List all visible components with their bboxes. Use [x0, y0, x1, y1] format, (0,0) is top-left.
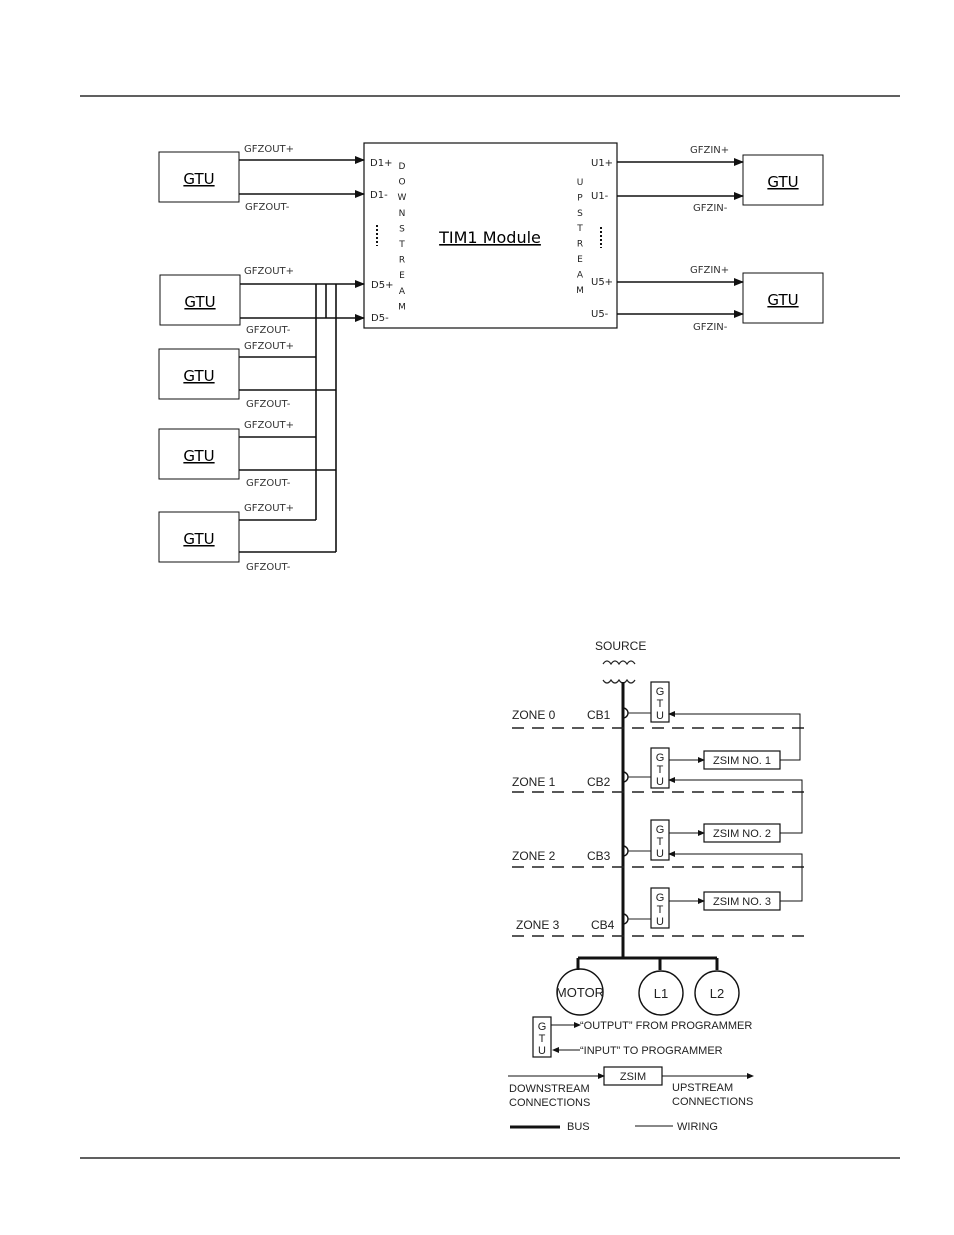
- transformer-icon: [602, 660, 636, 684]
- svg-text:GTU: GTU: [183, 447, 214, 465]
- legend-downstream-label-2: CONNECTIONS: [509, 1097, 590, 1109]
- svg-text:U: U: [656, 848, 664, 860]
- zone-1-label: ZONE 1: [512, 775, 556, 789]
- port-d1-minus: D1-: [370, 190, 388, 201]
- legend-bus-label: BUS: [567, 1121, 590, 1133]
- cb2-label: CB2: [587, 775, 611, 789]
- gtu-cb2: G T U: [650, 747, 670, 789]
- svg-text:U: U: [656, 776, 664, 788]
- zsim-3: ZSIM NO. 3: [703, 891, 781, 911]
- cb3-label: CB3: [587, 849, 611, 863]
- label-gfzout-plus-3: GFZOUT+: [244, 341, 294, 352]
- svg-text:GTU: GTU: [184, 293, 215, 311]
- svg-text:G: G: [656, 686, 665, 698]
- zsim1-to-gtu1: [668, 711, 801, 761]
- label-gfzout-minus-4: GFZOUT-: [246, 478, 291, 489]
- zone-selective-interlocking-diagram: SOURCE ZONE 0 ZONE 1 ZONE 2 ZONE 3 CB1 C…: [508, 639, 806, 1133]
- svg-text:L1: L1: [654, 986, 668, 1001]
- port-u1-minus: U1-: [591, 191, 609, 202]
- svg-text:GTU: GTU: [183, 170, 214, 188]
- l1-load: L1: [638, 970, 684, 1016]
- svg-text:T: T: [657, 836, 664, 848]
- gtu-box-downstream-1: GTU: [158, 151, 240, 203]
- legend-gtu: G T U: [532, 1016, 552, 1058]
- gtu-box-downstream-5: GTU: [158, 511, 240, 563]
- svg-text:T: T: [657, 764, 664, 776]
- breaker-marks: [622, 707, 629, 925]
- zsim3-to-gtu3: [668, 851, 803, 902]
- cb4-label: CB4: [591, 918, 615, 932]
- gtu-cb3: G T U: [650, 819, 670, 861]
- svg-text:GTU: GTU: [767, 291, 798, 309]
- label-gfzout-minus-5: GFZOUT-: [246, 562, 291, 573]
- legend-upstream-label-1: UPSTREAM: [672, 1082, 733, 1094]
- svg-text:U: U: [656, 710, 664, 722]
- motor-load: MOTOR: [556, 968, 604, 1016]
- zsim-1: ZSIM NO. 1: [703, 750, 781, 770]
- gtu-cb4: G T U: [650, 887, 670, 929]
- label-gfzout-minus-2: GFZOUT-: [246, 325, 291, 336]
- gtu-box-downstream-3: GTU: [158, 348, 240, 400]
- label-gfzin-plus-2: GFZIN+: [690, 265, 729, 276]
- label-gfzout-minus-3: GFZOUT-: [246, 399, 291, 410]
- label-gfzout-plus-4: GFZOUT+: [244, 420, 294, 431]
- port-u1-plus: U1+: [591, 158, 613, 169]
- legend-zsim: ZSIM: [603, 1066, 663, 1086]
- cb1-label: CB1: [587, 708, 611, 722]
- label-gfzout-plus-2: GFZOUT+: [244, 266, 294, 277]
- source-label: SOURCE: [595, 639, 646, 653]
- label-gfzin-minus-2: GFZIN-: [693, 322, 728, 333]
- zone-2-label: ZONE 2: [512, 849, 556, 863]
- label-gfzout-plus-5: GFZOUT+: [244, 503, 294, 514]
- tim1-module-box: [363, 142, 618, 329]
- port-u5-minus: U5-: [591, 309, 609, 320]
- svg-text:L2: L2: [710, 986, 724, 1001]
- svg-text:ZSIM: ZSIM: [620, 1071, 646, 1083]
- legend-output-label: “OUTPUT” FROM PROGRAMMER: [580, 1020, 752, 1032]
- port-d5-minus: D5-: [371, 313, 389, 324]
- gtu-box-upstream-1: GTU: [742, 154, 824, 206]
- svg-text:ZSIM NO. 2: ZSIM NO. 2: [713, 828, 771, 840]
- svg-text:ZSIM NO. 1: ZSIM NO. 1: [713, 755, 771, 767]
- svg-text:T: T: [657, 904, 664, 916]
- svg-text:GTU: GTU: [183, 367, 214, 385]
- label-gfzout-minus-1: GFZOUT-: [245, 202, 290, 213]
- gtu-box-downstream-4: GTU: [158, 428, 240, 480]
- svg-text:G: G: [538, 1021, 547, 1033]
- l2-load: L2: [694, 970, 740, 1016]
- svg-text:G: G: [656, 752, 665, 764]
- port-u5-plus: U5+: [591, 277, 613, 288]
- zone-3-label: ZONE 3: [516, 918, 560, 932]
- svg-text:G: G: [656, 824, 665, 836]
- gtu-cb1: G T U: [650, 681, 670, 723]
- port-d1-plus: D1+: [370, 158, 392, 169]
- zsim-2: ZSIM NO. 2: [703, 823, 781, 843]
- label-gfzin-plus-1: GFZIN+: [690, 145, 729, 156]
- svg-text:U: U: [538, 1045, 546, 1057]
- svg-text:GTU: GTU: [183, 530, 214, 548]
- tim1-module-title: TIM1 Module: [438, 228, 541, 247]
- gtu-box-downstream-2: GTU: [159, 274, 241, 326]
- legend-upstream-label-2: CONNECTIONS: [672, 1096, 753, 1108]
- legend-input-label: “INPUT” TO PROGRAMMER: [580, 1045, 723, 1057]
- legend-wiring-label: WIRING: [677, 1121, 718, 1133]
- svg-text:GTU: GTU: [767, 173, 798, 191]
- svg-text:T: T: [657, 698, 664, 710]
- svg-text:T: T: [539, 1033, 546, 1045]
- zsim2-to-gtu2: [668, 777, 803, 834]
- port-d5-plus: D5+: [371, 280, 393, 291]
- label-gfzin-minus-1: GFZIN-: [693, 203, 728, 214]
- legend-downstream-label-1: DOWNSTREAM: [509, 1083, 590, 1095]
- svg-text:ZSIM NO. 3: ZSIM NO. 3: [713, 896, 771, 908]
- label-gfzout-plus-1: GFZOUT+: [244, 144, 294, 155]
- svg-text:U: U: [656, 916, 664, 928]
- gtu-box-upstream-2: GTU: [742, 272, 824, 324]
- svg-text:G: G: [656, 892, 665, 904]
- zone-0-label: ZONE 0: [512, 708, 556, 722]
- svg-text:MOTOR: MOTOR: [556, 985, 604, 1000]
